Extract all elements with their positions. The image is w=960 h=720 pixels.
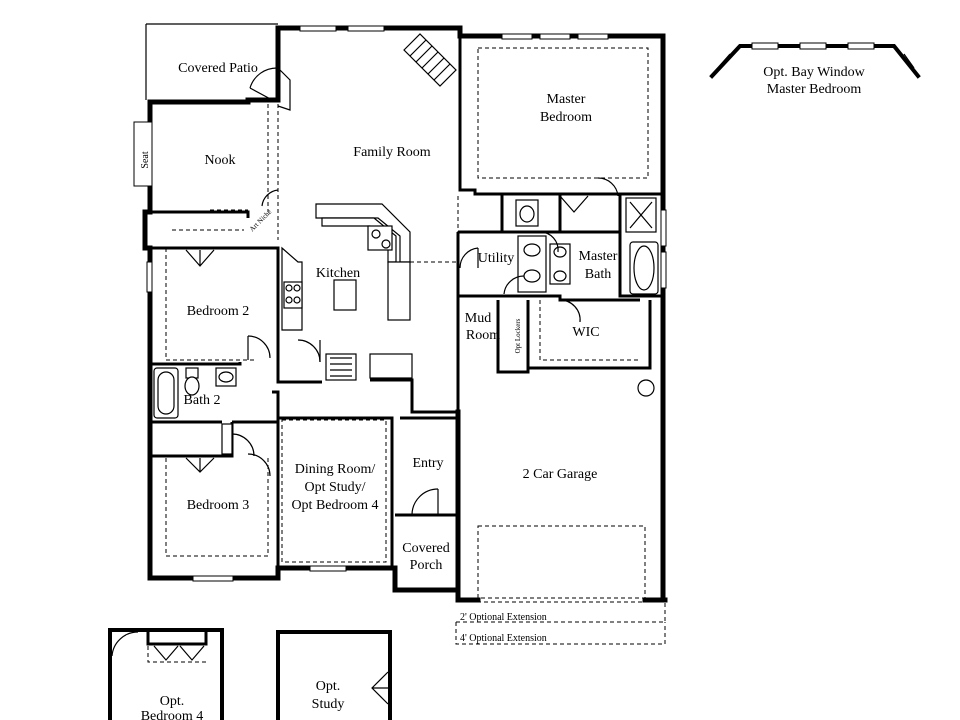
covered-porch-label-2: Porch [410, 558, 443, 573]
utility-label: Utility [478, 251, 515, 266]
opt-study: Opt. Study [276, 630, 392, 720]
interior-walls [150, 36, 663, 578]
kitchen-counters [281, 203, 413, 381]
covered-patio-label: Covered Patio [178, 61, 258, 76]
windows [133, 25, 667, 582]
fireplace [403, 33, 457, 87]
opt-bay-window: Opt. Bay Window Master Bedroom [709, 42, 921, 97]
bath-2-label: Bath 2 [184, 393, 221, 408]
doors [185, 67, 619, 516]
dining-label-2: Opt Study/ [304, 480, 365, 495]
opt-lockers-label: Opt Lockers [514, 318, 522, 353]
dashed-lines [165, 47, 666, 645]
patio-outline [145, 23, 278, 100]
opt-bedroom-4-label-2: Bedroom 4 [141, 709, 204, 720]
opt-study-label-2: Study [312, 697, 345, 712]
art-niche-label: Art Niche [248, 208, 273, 233]
master-bath-label-1: Master [579, 249, 618, 264]
entry-label: Entry [412, 456, 443, 471]
water-heater [637, 379, 655, 397]
bath-2-fixtures [153, 367, 237, 455]
bay-window-label-1: Opt. Bay Window [763, 65, 865, 80]
dining-label-1: Dining Room/ [295, 462, 376, 477]
mud-room-label-1: Mud [465, 311, 491, 326]
opt-bedroom-4: Opt. Bedroom 4 [108, 628, 224, 720]
master-bath-label-2: Bath [585, 267, 611, 282]
covered-porch-label-1: Covered [402, 541, 449, 556]
bay-window-label-2: Master Bedroom [767, 82, 862, 97]
mud-room-label-2: Room [466, 328, 500, 343]
bedroom-2-label: Bedroom 2 [187, 304, 250, 319]
opt-bedroom-4-label-1: Opt. [160, 694, 185, 709]
master-bath-fixtures [515, 197, 659, 295]
wic-label: WIC [572, 325, 599, 340]
nook-label: Nook [204, 153, 235, 168]
bedroom-3-label: Bedroom 3 [187, 498, 250, 513]
extension-4-label: 4' Optional Extension [460, 633, 547, 644]
garage-label: 2 Car Garage [523, 467, 598, 482]
master-bedroom-label-2: Bedroom [540, 110, 592, 125]
family-room-label: Family Room [353, 145, 431, 160]
room-labels: Covered Patio Nook Art Niche Family Room… [178, 61, 618, 644]
dining-label-3: Opt Bedroom 4 [291, 498, 378, 513]
kitchen-label: Kitchen [316, 266, 360, 281]
extension-2-label: 2' Optional Extension [460, 612, 547, 623]
seat-label: Seat [140, 151, 151, 168]
opt-study-label-1: Opt. [316, 679, 341, 694]
master-bedroom-label-1: Master [547, 92, 586, 107]
